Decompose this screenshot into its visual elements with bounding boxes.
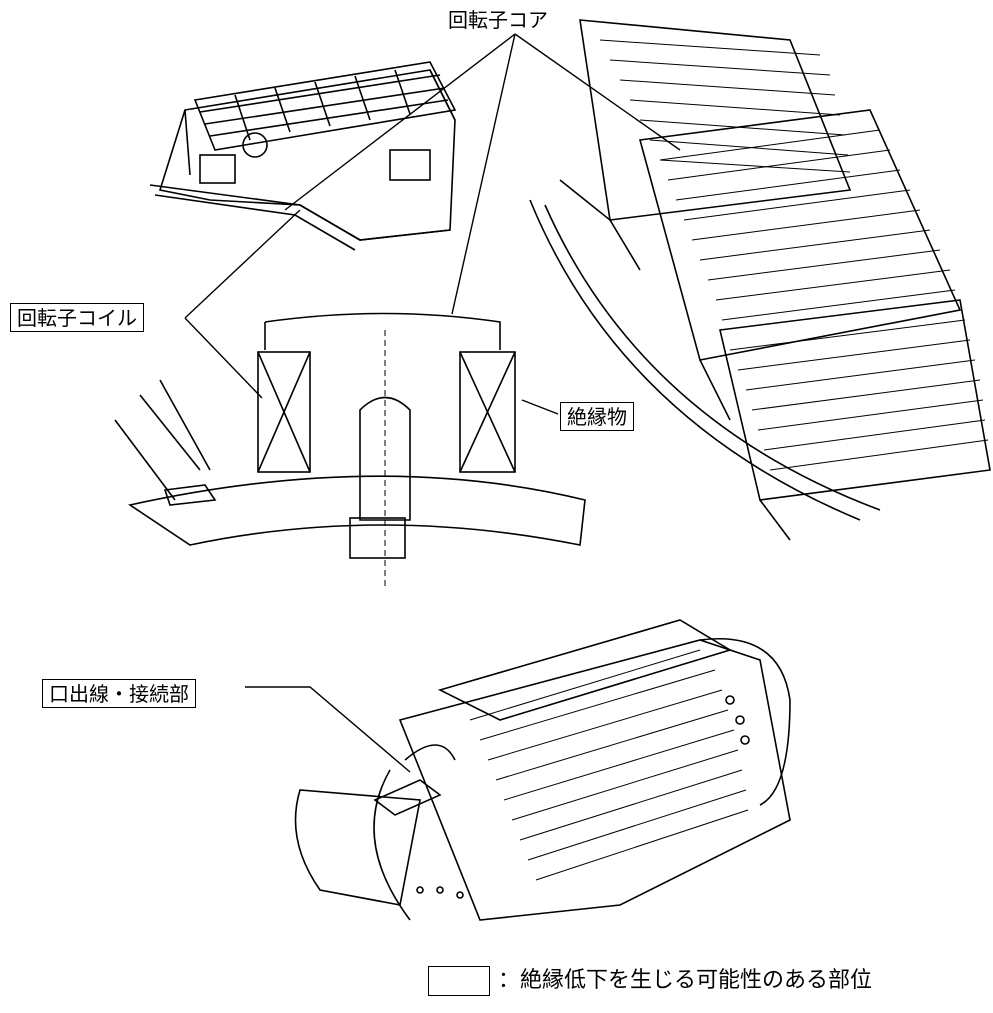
- rotor-poles-arc-sketch: [529, 19, 991, 541]
- pole-segment-sketch: [149, 61, 457, 251]
- cross-section-sketch: [114, 312, 586, 590]
- leader-coil-2: [184, 317, 263, 399]
- label-rotor-coil: 回転子コイル: [10, 303, 144, 332]
- leader-coil-1: [184, 209, 301, 319]
- label-rotor-core: 回転子コア: [448, 8, 548, 32]
- label-lead-connection: 口出線・接続部: [42, 679, 196, 708]
- leader-lead: [245, 686, 411, 773]
- legend-swatch: [428, 966, 490, 996]
- leader-core-3: [514, 33, 681, 151]
- leader-core-2: [451, 33, 516, 315]
- label-insulator: 絶縁物: [560, 402, 634, 431]
- leader-core-1: [284, 33, 516, 211]
- full-rotor-sketch: [294, 619, 791, 921]
- leader-lines: [184, 33, 681, 773]
- coil-left: [257, 351, 311, 473]
- leader-insulator: [521, 399, 559, 415]
- coil-right: [459, 351, 516, 473]
- legend-text: ：絶縁低下を生じる可能性のある部位: [498, 968, 873, 993]
